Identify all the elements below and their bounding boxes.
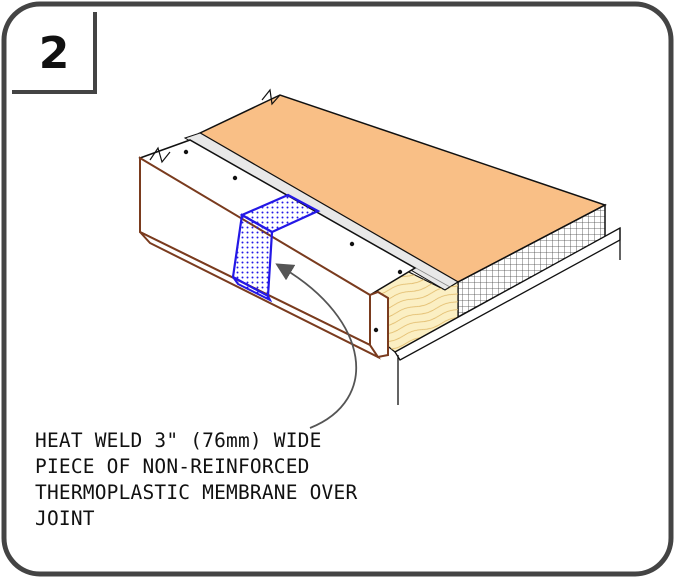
fastener: [397, 269, 403, 275]
edge-metal-end: [369, 290, 389, 359]
note-line: JOINT: [35, 507, 95, 530]
leader-arrow: [275, 263, 357, 429]
fastener: [232, 175, 238, 181]
fastener: [183, 149, 189, 155]
membrane-strip-drip: [232, 276, 273, 303]
note-line: HEAT WELD 3" (76mm) WIDE: [35, 429, 322, 452]
fastener: [373, 327, 379, 333]
note-line: PIECE OF NON-REINFORCED: [35, 455, 310, 478]
step-number: 2: [38, 27, 70, 79]
note-line: THERMOPLASTIC MEMBRANE OVER: [35, 481, 358, 504]
break-mark-back: [261, 88, 281, 106]
detail-note: HEAT WELD 3" (76mm) WIDE PIECE OF NON-RE…: [35, 428, 357, 532]
step-number-box: [12, 12, 97, 94]
break-mark-metal: [149, 146, 171, 164]
fastener: [349, 241, 355, 247]
